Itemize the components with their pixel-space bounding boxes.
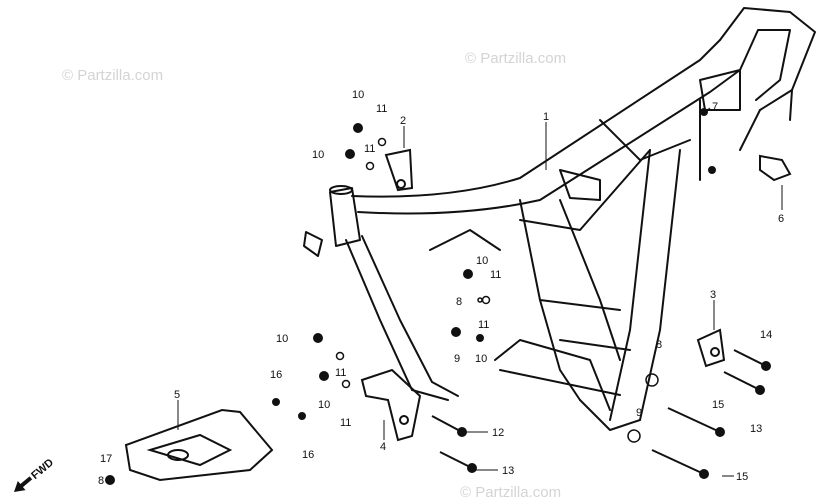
leader-lines xyxy=(177,107,783,477)
callout-2: 2 xyxy=(400,115,406,127)
fwd-label: FWD xyxy=(29,457,56,482)
washers-icon xyxy=(335,137,659,443)
callout-10-d: 10 xyxy=(475,353,487,365)
callout-15-b: 15 xyxy=(736,471,748,483)
callout-7: 7 xyxy=(712,101,718,113)
callout-11-d: 11 xyxy=(478,319,489,331)
callout-1: 1 xyxy=(543,111,549,123)
callout-13-a: 13 xyxy=(502,465,514,477)
bracket-3-icon xyxy=(696,328,726,368)
callout-13-b: 13 xyxy=(750,423,762,435)
callout-11-e: 11 xyxy=(335,367,346,379)
callout-6: 6 xyxy=(778,213,784,225)
callouts: 1 2 3 4 5 6 7 8 8 8 9 9 10 10 10 10 10 1… xyxy=(98,89,784,487)
callout-16-b: 16 xyxy=(302,449,314,461)
callout-4: 4 xyxy=(380,441,386,453)
callout-9-a: 9 xyxy=(454,353,460,365)
callout-10-b: 10 xyxy=(312,149,324,161)
callout-8-a: 8 xyxy=(456,296,462,308)
skid-plate-5-icon xyxy=(124,408,274,482)
callout-10-c: 10 xyxy=(476,255,488,267)
callout-11-f: 11 xyxy=(340,417,351,429)
callout-11-c: 11 xyxy=(490,269,501,281)
callout-15-a: 15 xyxy=(712,399,724,411)
callout-10-a: 10 xyxy=(352,89,364,101)
motorcycle-frame-icon xyxy=(303,7,816,431)
fwd-arrow-icon: FWD xyxy=(14,457,56,492)
bolts-icon xyxy=(105,108,771,485)
rubber-mount-6-icon xyxy=(759,154,792,182)
bracket-4-icon xyxy=(360,368,422,442)
callout-9-b: 9 xyxy=(636,407,642,419)
callout-8-b: 8 xyxy=(656,339,662,351)
callout-3: 3 xyxy=(710,289,716,301)
callout-17: 17 xyxy=(100,453,112,465)
callout-12: 12 xyxy=(492,427,504,439)
callout-10-e: 10 xyxy=(276,333,288,345)
watermark-top-left: © Partzilla.com xyxy=(62,67,163,84)
callout-10-f: 10 xyxy=(318,399,330,411)
watermark-bottom-right: © Partzilla.com xyxy=(460,484,561,501)
callout-5: 5 xyxy=(174,389,180,401)
callout-11-a: 11 xyxy=(376,103,387,115)
callout-11-b: 11 xyxy=(364,143,375,155)
callout-14: 14 xyxy=(760,329,772,341)
watermark-top-center: © Partzilla.com xyxy=(465,50,566,67)
callout-8-c: 8 xyxy=(98,475,104,487)
bracket-2-icon xyxy=(384,148,414,192)
callout-16-a: 16 xyxy=(270,369,282,381)
